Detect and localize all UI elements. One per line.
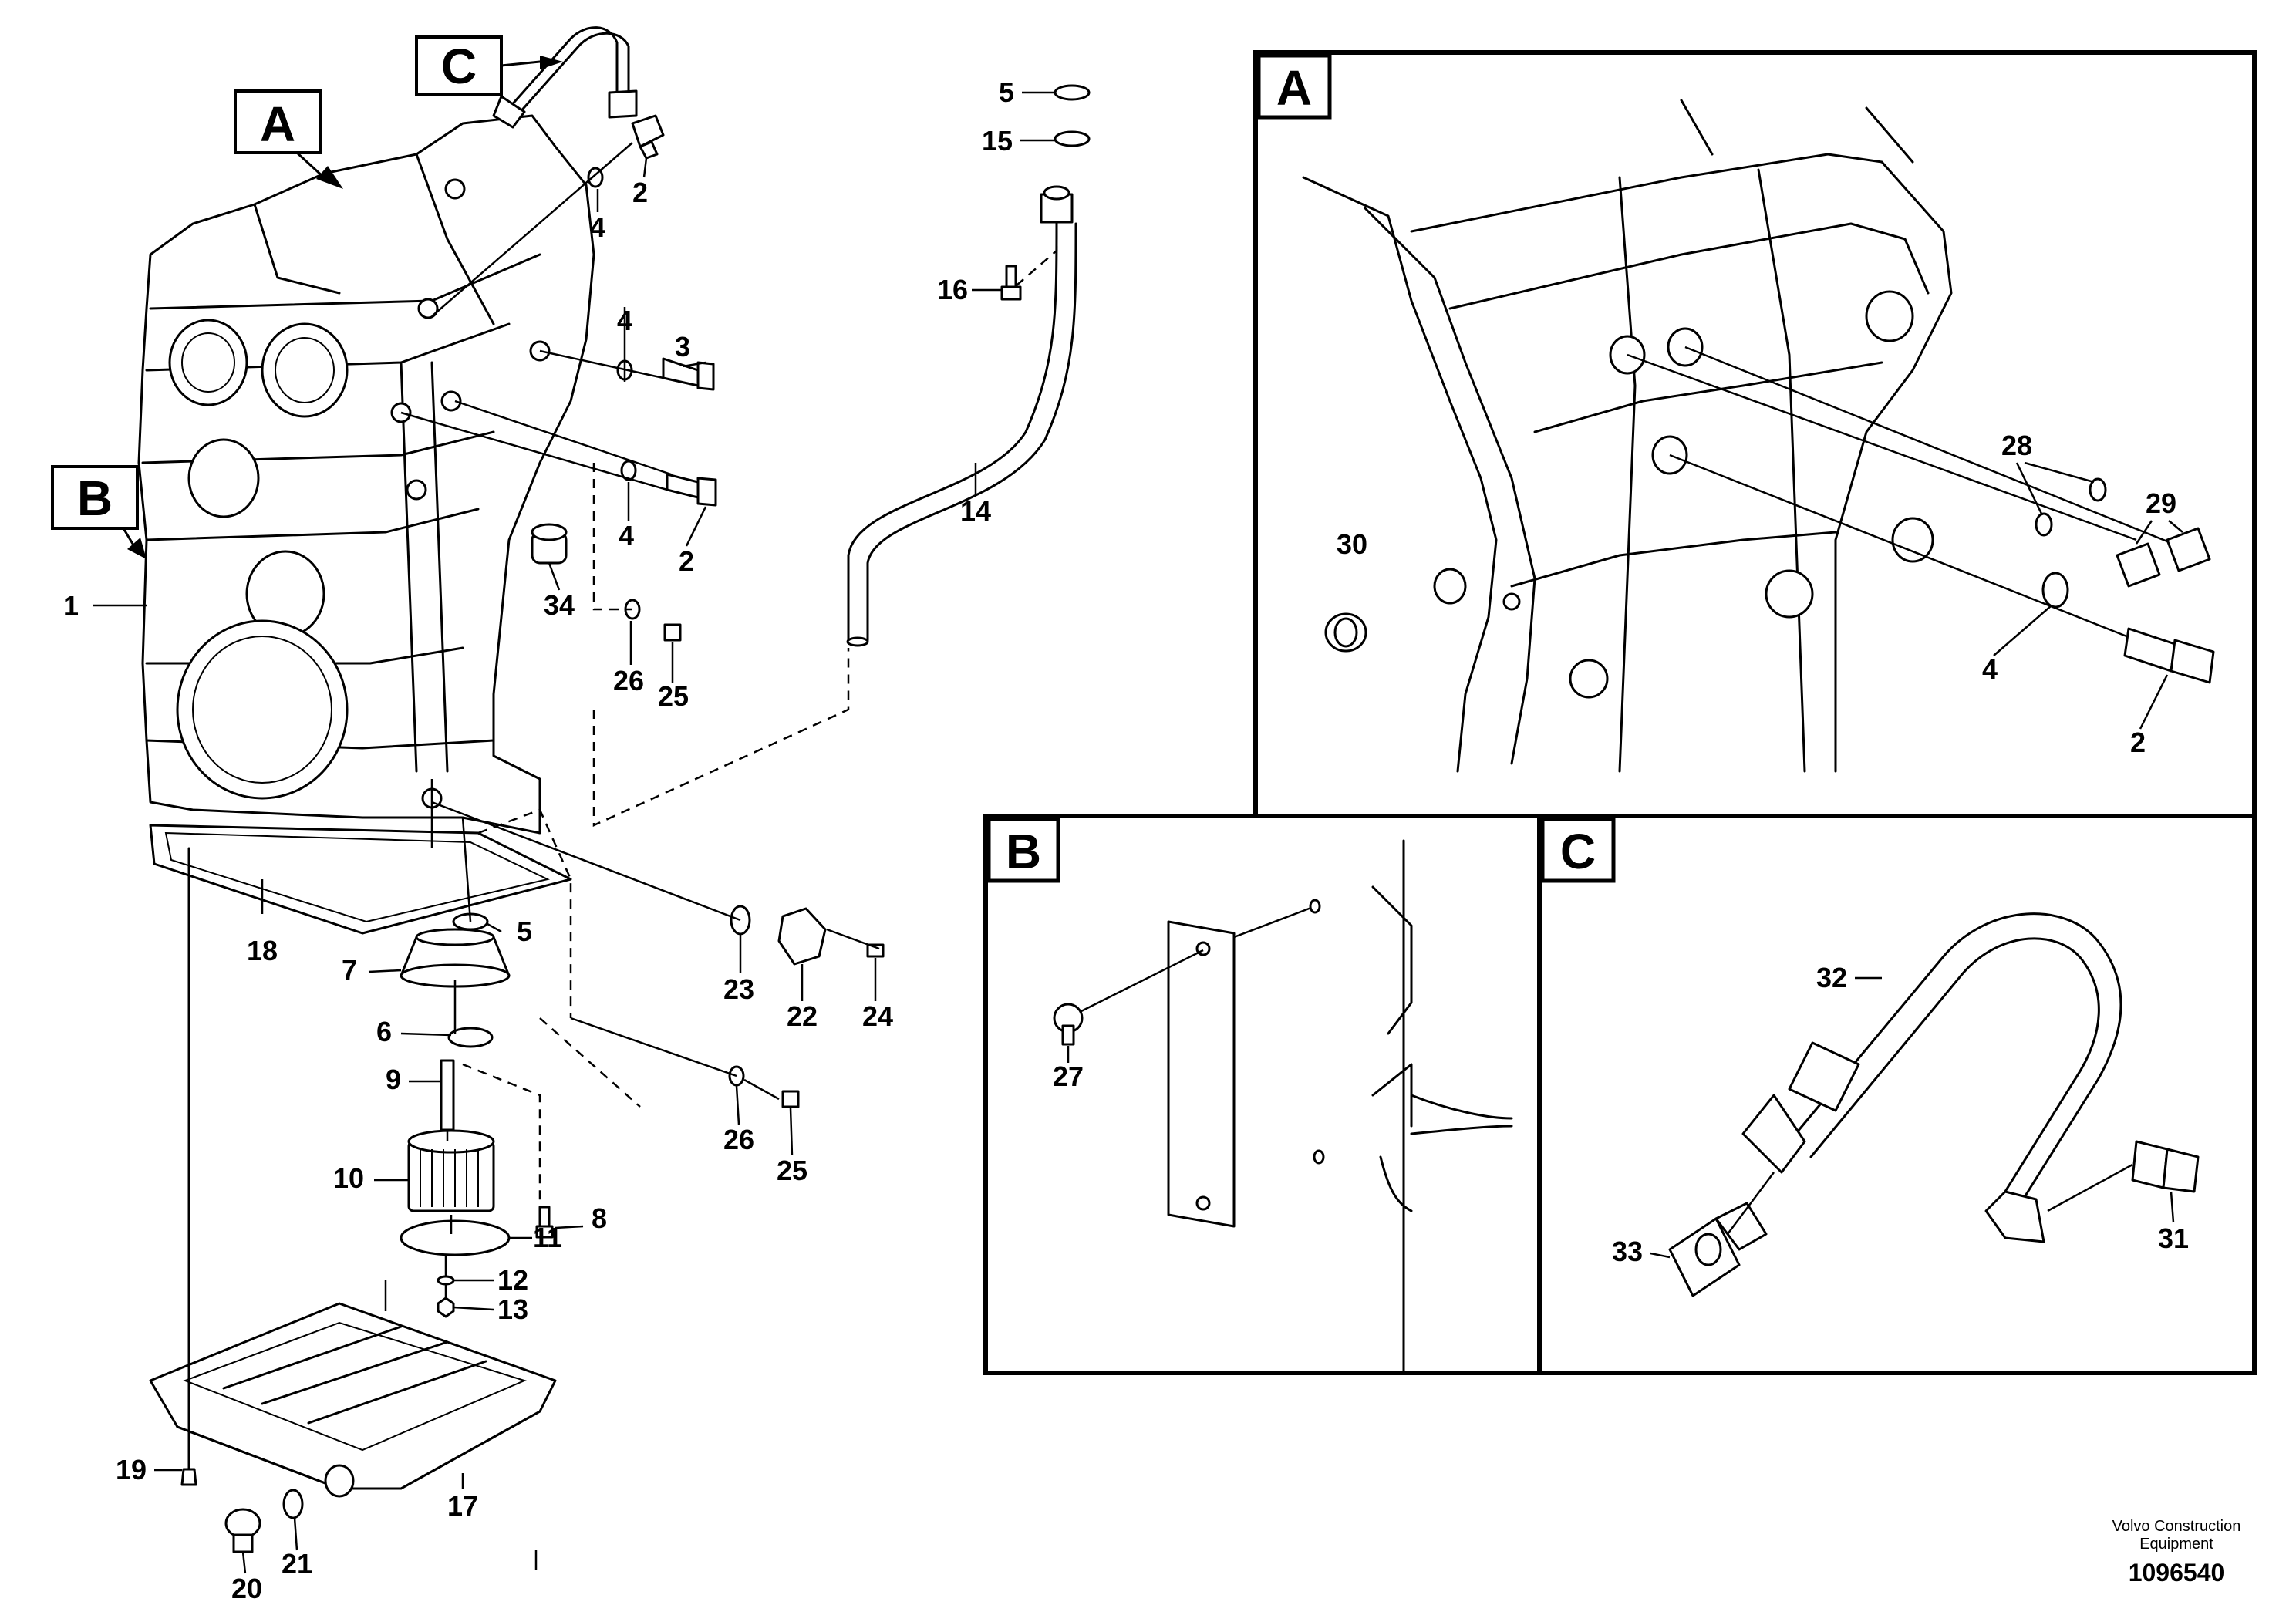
part-label-12: 12 [497, 1264, 528, 1296]
callout-A-label: A [260, 96, 295, 152]
part-label-25: 25 [777, 1155, 807, 1186]
part-label-4: 4 [619, 520, 634, 551]
document-number: 1096540 [2129, 1559, 2225, 1587]
detail-B-title: B [1006, 824, 1041, 879]
part-label-6: 6 [376, 1016, 392, 1047]
detail-A-title: A [1276, 60, 1312, 116]
part-label-1: 1 [63, 590, 79, 622]
detail-C-title: C [1560, 824, 1596, 879]
credit-line-1: Volvo Construction [2112, 1518, 2241, 1535]
detail-B-label-27: 27 [1053, 1061, 1084, 1092]
part-label-5: 5 [999, 76, 1014, 108]
leader-lines-main [93, 142, 880, 1570]
transmission-housing [137, 114, 595, 859]
part-label-19: 19 [116, 1454, 147, 1485]
part-label-24: 24 [862, 1000, 893, 1032]
part-label-23: 23 [723, 973, 754, 1005]
part-label-16: 16 [937, 274, 968, 305]
oil-pan-17 [149, 1302, 557, 1490]
callout-A: A [234, 89, 343, 189]
part-label-17: 17 [447, 1490, 478, 1522]
part-label-2: 2 [632, 177, 648, 208]
detail-view-B: B 27 [983, 814, 1542, 1375]
label-leaders [154, 91, 1055, 1574]
callout-B-label: B [77, 470, 113, 526]
part-label-3: 3 [675, 331, 690, 363]
detail-C-label-33: 33 [1612, 1236, 1643, 1267]
part-label-2: 2 [679, 545, 694, 577]
part-label-4: 4 [590, 211, 605, 243]
detail-A-label-30: 30 [1337, 528, 1367, 560]
detail-A-label-4: 4 [1982, 653, 1998, 685]
detail-C-label-31: 31 [2158, 1222, 2189, 1254]
part-label-11: 11 [533, 1222, 562, 1253]
part-label-26: 26 [613, 665, 644, 696]
filter-assembly [400, 912, 554, 1318]
pipe-14 [846, 84, 1091, 647]
part-label-20: 20 [231, 1573, 262, 1604]
callout-C: C [415, 35, 563, 96]
part-label-7: 7 [342, 954, 357, 986]
part-label-25: 25 [658, 680, 689, 712]
part-label-34: 34 [544, 589, 575, 621]
part-label-9: 9 [386, 1064, 401, 1095]
detail-A-label-2: 2 [2130, 727, 2146, 758]
part-label-26: 26 [723, 1124, 754, 1155]
detail-C-label-32: 32 [1816, 962, 1847, 993]
detail-A-label-28: 28 [2001, 430, 2032, 461]
detail-view-C: C 32 33 31 [1537, 814, 2257, 1375]
dashed-routing [462, 231, 1058, 1207]
part-label-10: 10 [333, 1162, 364, 1194]
hose-assembly-small [492, 26, 638, 129]
credit-line-2: Equipment [2139, 1536, 2213, 1553]
part-number-labels: 1 2 4 4 3 4 2 34 26 25 5 15 16 14 18 5 7… [63, 76, 1014, 1604]
drain-plug-20 [224, 1464, 355, 1553]
callout-C-label: C [441, 39, 477, 94]
detail-A-label-29: 29 [2146, 487, 2176, 519]
part-label-18: 18 [247, 935, 278, 966]
part-label-21: 21 [282, 1548, 312, 1580]
part-label-22: 22 [787, 1000, 818, 1032]
part-label-13: 13 [497, 1293, 528, 1325]
part-label-14: 14 [960, 495, 991, 527]
part-label-8: 8 [592, 1202, 607, 1234]
detail-view-A: A 30 28 29 [1253, 50, 2257, 818]
part-label-5: 5 [517, 916, 532, 947]
footer: Volvo Construction Equipment 1096540 [2112, 1518, 2241, 1587]
bolt-19 [180, 847, 197, 1486]
part-label-15: 15 [982, 125, 1013, 157]
callout-B: B [51, 465, 147, 559]
gasket-18 [149, 824, 572, 935]
